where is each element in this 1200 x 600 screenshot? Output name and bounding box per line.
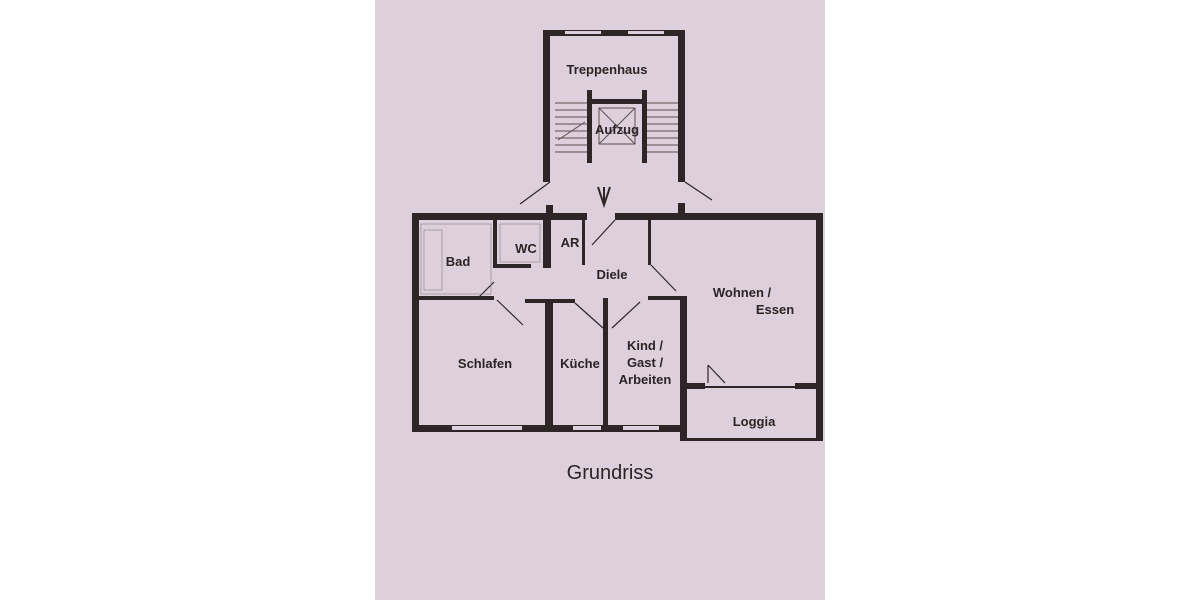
- label-ar: AR: [561, 235, 580, 250]
- label-schlafen: Schlafen: [458, 356, 512, 371]
- entrance-arrow-icon: [597, 186, 611, 209]
- label-kind-3: Arbeiten: [619, 372, 672, 387]
- label-treppenhaus: Treppenhaus: [567, 62, 648, 77]
- label-wohnen-2: Essen: [756, 302, 794, 317]
- label-kind-1: Kind /: [627, 338, 663, 353]
- label-bad: Bad: [446, 254, 471, 269]
- label-kueche: Küche: [560, 356, 600, 371]
- stairs: [555, 102, 678, 153]
- bad-tiles: [420, 223, 541, 295]
- plan-title: Grundriss: [566, 462, 654, 484]
- label-wohnen-1: Wohnen /: [713, 285, 772, 300]
- label-loggia: Loggia: [733, 414, 776, 429]
- label-diele: Diele: [596, 267, 627, 282]
- doors: [477, 181, 726, 384]
- label-kind-2: Gast /: [627, 355, 664, 370]
- label-aufzug: Aufzug: [595, 122, 639, 137]
- walls: [412, 30, 823, 441]
- label-wc: WC: [515, 241, 537, 256]
